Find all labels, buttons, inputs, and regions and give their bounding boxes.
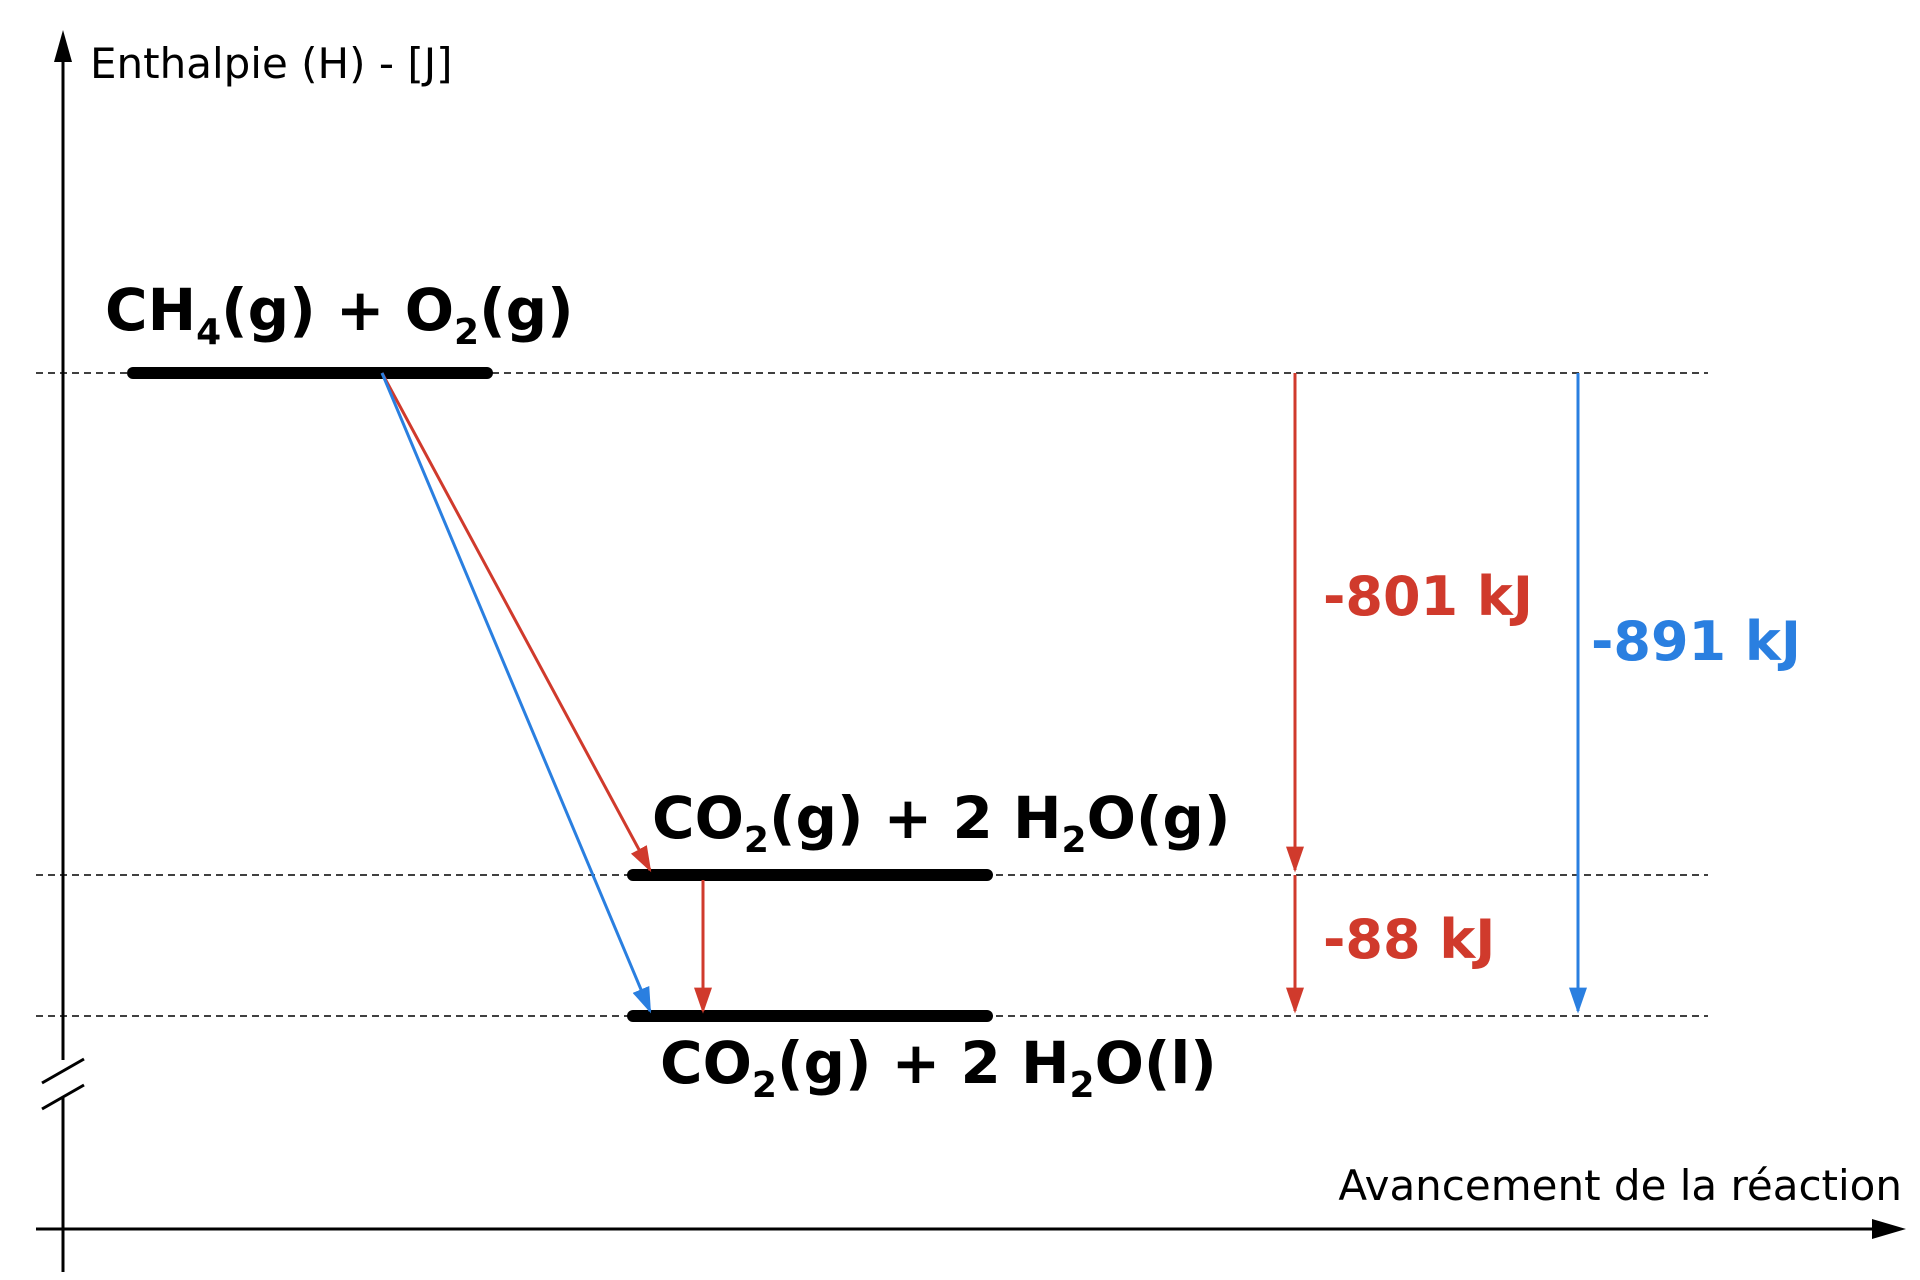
label-reactants: CH4(g) + O2(g) [105,276,574,353]
axis-break-mark-2 [41,1083,85,1111]
y-axis-arrowhead [54,30,72,62]
arrow-path-red-combustion-gas [380,372,652,873]
x-axis-arrowhead [1872,1219,1906,1239]
y-axis-label: Enthalpie (H) - [J] [90,39,453,88]
delta-label-88: -88 kJ [1323,908,1495,971]
label-products-gas: CO2(g) + 2 H2O(g) [652,784,1230,861]
delta-label-891: -891 kJ [1591,610,1801,673]
x-axis-label: Avancement de la réaction [1338,1161,1902,1210]
arrow-path-blue-combustion-liquid [380,372,652,1014]
delta-label-801: -801 kJ [1323,565,1533,628]
axis-break-mark-1 [41,1057,85,1085]
label-products-liquid: CO2(g) + 2 H2O(l) [660,1029,1217,1106]
